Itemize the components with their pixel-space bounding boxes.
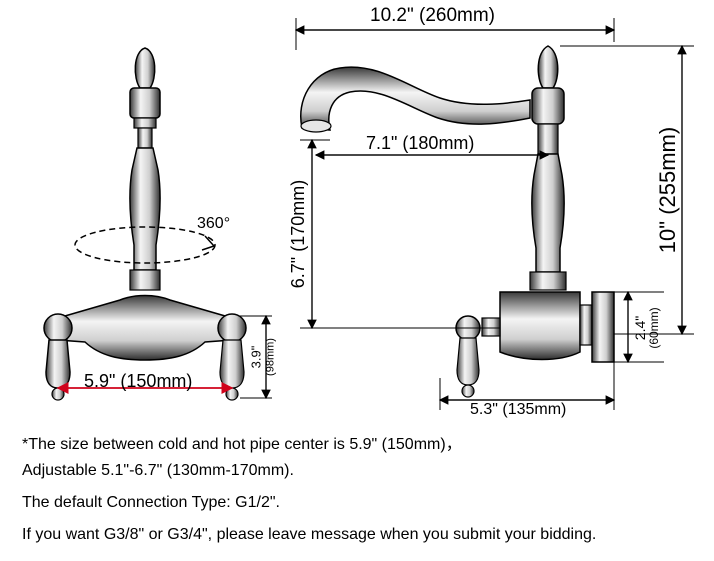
front-cap: [129, 87, 161, 119]
front-body: [57, 294, 233, 361]
wall-depth-label: 5.3" (135mm): [470, 401, 567, 418]
side-finial: [537, 45, 559, 89]
pipe-center-label: 5.9" (150mm): [84, 371, 193, 391]
front-right-handle: [219, 339, 245, 389]
spout-height-dimension: [300, 138, 500, 330]
wall-depth-dimension: [438, 362, 616, 410]
front-view-faucet: [43, 47, 247, 401]
note-pipe-center: *The size between cold and hot pipe cent…: [22, 436, 462, 453]
inlet-height-metric-label: (60mm): [647, 307, 661, 349]
side-base: [499, 291, 581, 361]
inlet-height-dimension: [614, 290, 664, 364]
note-alternative-sizes: If you want G3/8" or G3/4", please leave…: [22, 526, 597, 543]
handle-height-metric-label: (98mm): [264, 338, 277, 376]
total-height-dimension: [560, 44, 694, 336]
spout-height-label: 6.7" (170mm): [288, 179, 308, 289]
note-adjustable: Adjustable 5.1"-6.7" (130mm-170mm).: [22, 462, 294, 479]
handle-height-imperial-label: 3.9": [248, 345, 264, 369]
front-right-nut: [217, 313, 247, 343]
front-left-nut: [43, 313, 73, 343]
spout-width-dimension: [294, 18, 616, 50]
rotation-label: 360°: [197, 215, 231, 232]
side-view-faucet: [300, 45, 615, 398]
body-height-label: 10" (255mm): [655, 126, 680, 254]
note-connection-type: The default Connection Type: G1/2".: [22, 494, 280, 511]
side-spout: [300, 66, 531, 131]
rotation-indicator: [74, 226, 216, 264]
front-finial: [134, 47, 156, 89]
spout-reach-label: 7.1" (180mm): [366, 133, 475, 153]
side-column: [531, 153, 565, 273]
front-column: [129, 147, 161, 271]
spout-width-label: 10.2" (260mm): [370, 5, 496, 26]
front-left-handle: [45, 339, 71, 389]
side-handle: [456, 337, 480, 386]
side-wall-flange: [591, 291, 615, 363]
handle-height-dimension: [240, 314, 272, 400]
inlet-height-imperial-label: 2.4": [632, 315, 648, 341]
